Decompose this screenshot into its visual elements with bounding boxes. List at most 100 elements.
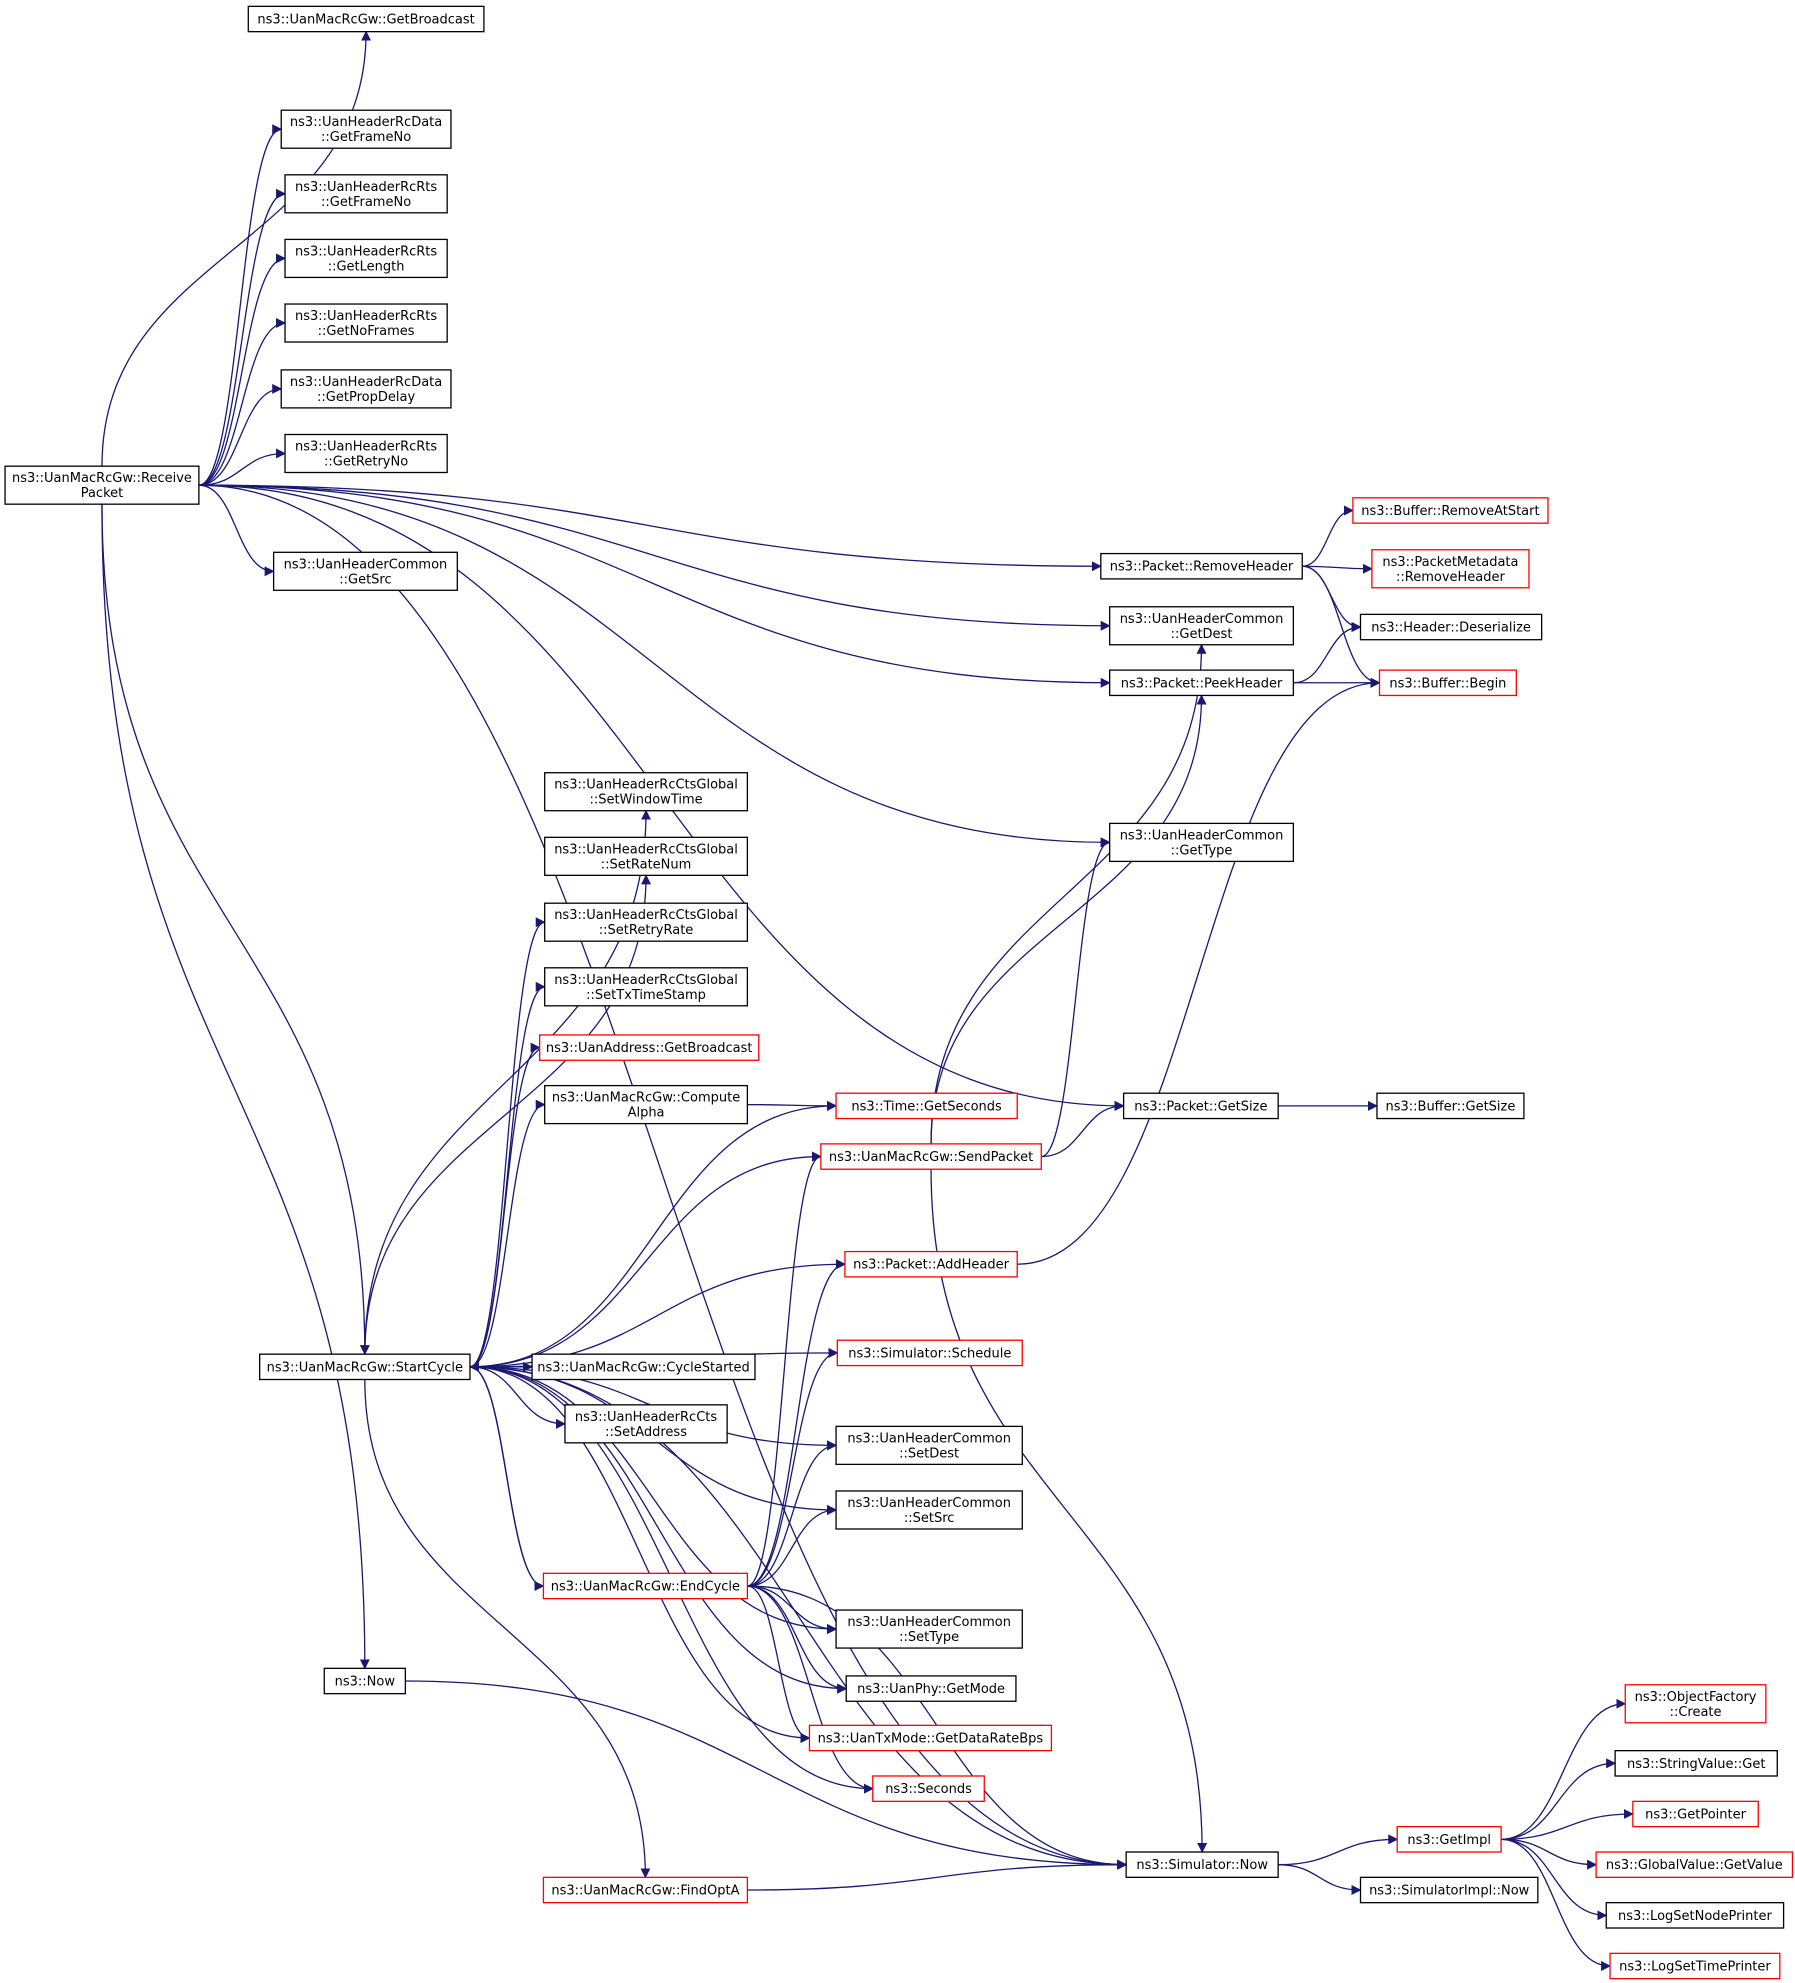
node-strget[interactable]: ns3::StringValue::Get [1614,1750,1778,1777]
edge-n_start-to-n_rate [469,1366,811,1743]
node-optA[interactable]: ns3::UanMacRcGw::FindOptA [542,1876,749,1904]
node-box [544,1084,749,1125]
node-simimpl[interactable]: ns3::SimulatorImpl::Now [1359,1876,1539,1904]
node-peek[interactable]: ns3::Packet::PeekHeader [1109,669,1295,697]
node-label: ns3::Header::Deserialize [1371,621,1531,636]
node-pkrem[interactable]: ns3::Packet::RemoveHeader [1100,552,1303,580]
node-ctsaddr[interactable]: ns3::UanHeaderRcCts::SetAddress [564,1404,728,1444]
node-bufrem[interactable]: ns3::Buffer::RemoveAtStart [1352,497,1549,524]
edge-n_getimpl-to-n_ofcreate [1501,1698,1627,1840]
node-swin[interactable]: ns3::UanHeaderRcCtsGlobal::SetWindowTime [544,772,749,812]
node-dprop[interactable]: ns3::UanHeaderRcData::GetPropDelay [280,369,452,409]
node-box [1595,1851,1794,1878]
node-bufbegin[interactable]: ns3::Buffer::Begin [1378,669,1517,697]
node-box [1100,552,1303,580]
node-ofcreate[interactable]: ns3::ObjectFactory::Create [1624,1684,1767,1724]
node-label: ::GetSrc [339,572,391,587]
node-box [284,174,448,214]
node-label: ns3::Simulator::Schedule [848,1346,1011,1361]
node-label: ns3::Simulator::Now [1136,1858,1268,1873]
edge-n_now-to-n_simnow [405,1680,1128,1870]
node-rlen[interactable]: ns3::UanHeaderRcRts::GetLength [284,238,448,279]
node-cyc[interactable]: ns3::UanMacRcGw::CycleStarted [531,1353,756,1381]
node-getptr[interactable]: ns3::GetPointer [1632,1800,1759,1828]
node-end[interactable]: ns3::UanMacRcGw::EndCycle [542,1572,749,1600]
node-getimpl[interactable]: ns3::GetImpl [1396,1826,1502,1853]
node-tsec[interactable]: ns3::Time::GetSeconds [835,1092,1018,1120]
node-box [1371,549,1530,589]
node-start[interactable]: ns3::UanMacRcGw::StartCycle [259,1353,471,1381]
edge-n_receive-to-n_cdest [198,484,1111,631]
node-label: ns3::UanHeaderRcCts [575,1410,717,1425]
edge-n_pkrem-to-n_bufbegin [1302,565,1381,688]
node-label: ns3::UanHeaderRcCtsGlobal [554,973,738,988]
node-send[interactable]: ns3::UanMacRcGw::SendPacket [820,1143,1042,1170]
node-rnof[interactable]: ns3::UanHeaderRcRts::GetNoFrames [284,303,448,343]
node-rate[interactable]: ns3::UanTxMode::GetDataRateBps [808,1724,1053,1752]
node-bsize[interactable]: ns3::Buffer::GetSize [1376,1092,1525,1120]
node-box [531,1353,756,1381]
edge-n_start-to-n_ctsaddr [469,1366,566,1429]
node-sdest[interactable]: ns3::UanHeaderCommon::SetDest [835,1425,1023,1466]
edge-n_padd-to-n_bufbegin [1017,677,1381,1265]
node-ctype[interactable]: ns3::UanHeaderCommon::GetType [1109,822,1295,863]
node-box [808,1724,1053,1752]
node-stx[interactable]: ns3::UanHeaderRcCtsGlobal::SetTxTimeStam… [544,967,749,1007]
node-label: ::Create [1670,1705,1722,1720]
node-padd[interactable]: ns3::Packet::AddHeader [844,1250,1018,1278]
node-csrc[interactable]: ns3::UanHeaderCommon::GetSrc [272,551,458,591]
edge-n_receive-to-n_now [101,504,370,1670]
node-box [544,772,749,812]
edge-n_end-to-n_padd [747,1259,846,1587]
node-simnow[interactable]: ns3::Simulator::Now [1125,1851,1279,1878]
node-now[interactable]: ns3::Now [323,1667,407,1695]
node-box [284,433,448,474]
edge-n_end-to-n_sched [747,1347,839,1587]
node-rretry[interactable]: ns3::UanHeaderRcRts::GetRetryNo [284,433,448,474]
node-label: ns3::UanMacRcGw::SendPacket [829,1150,1033,1165]
node-box [280,369,452,409]
node-label: ns3::UanMacRcGw::GetBroadcast [257,13,474,28]
node-sretry[interactable]: ns3::UanHeaderRcCtsGlobal::SetRetryRate [544,902,749,942]
node-hdes[interactable]: ns3::Header::Deserialize [1359,613,1543,641]
node-secs[interactable]: ns3::Seconds [872,1775,985,1802]
node-logtime[interactable]: ns3::LogSetTimePrinter [1609,1952,1781,1980]
node-box [1632,1800,1759,1828]
node-srate[interactable]: ns3::UanHeaderRcCtsGlobal::SetRateNum [544,836,749,876]
node-uabcast[interactable]: ns3::UanAddress::GetBroadcast [538,1034,760,1061]
node-sched[interactable]: ns3::Simulator::Schedule [836,1339,1023,1367]
node-ssrc[interactable]: ns3::UanHeaderCommon::SetSrc [835,1490,1023,1530]
node-box [1359,1876,1539,1904]
node-box [247,5,485,33]
node-stype[interactable]: ns3::UanHeaderCommon::SetType [835,1609,1023,1649]
edge-n_getimpl-to-n_strget [1501,1758,1617,1840]
edge-n_receive-to-n_peek [198,484,1111,688]
node-getmode[interactable]: ns3::UanPhy::GetMode [845,1675,1017,1702]
edge-n_start-to-n_simnow [469,1366,1128,1870]
edge-n_receive-to-n_rlen [198,253,287,486]
node-label: Packet [81,486,124,501]
node-lognode[interactable]: ns3::LogSetNodePrinter [1605,1902,1785,1929]
node-psize[interactable]: ns3::Packet::GetSize [1122,1092,1279,1120]
node-label: ns3::Packet::AddHeader [853,1258,1009,1273]
node-rfno[interactable]: ns3::UanHeaderRcRts::GetFrameNo [284,174,448,214]
node-label: ns3::ObjectFactory [1635,1690,1757,1705]
node-label: ns3::GetPointer [1645,1808,1746,1823]
node-label: ns3::GetImpl [1407,1833,1491,1848]
node-label: ::GetType [1171,843,1233,858]
edge-n_start-to-n_sretry [469,917,546,1368]
node-box [1378,669,1517,697]
node-getbcast[interactable]: ns3::UanMacRcGw::GetBroadcast [247,5,485,33]
node-dfno[interactable]: ns3::UanHeaderRcData::GetFrameNo [280,109,452,149]
node-label: ns3::Time::GetSeconds [851,1099,1002,1114]
node-label: ns3::StringValue::Get [1627,1757,1765,1772]
edge-n_end-to-n_stype [747,1585,838,1635]
node-cdest[interactable]: ns3::UanHeaderCommon::GetDest [1109,606,1295,646]
node-label: ::SetDest [899,1446,959,1461]
node-label: ns3::PacketMetadata [1382,555,1518,570]
node-pmrem[interactable]: ns3::PacketMetadata::RemoveHeader [1371,549,1530,589]
node-box [284,238,448,279]
node-gvget[interactable]: ns3::GlobalValue::GetValue [1595,1851,1794,1878]
